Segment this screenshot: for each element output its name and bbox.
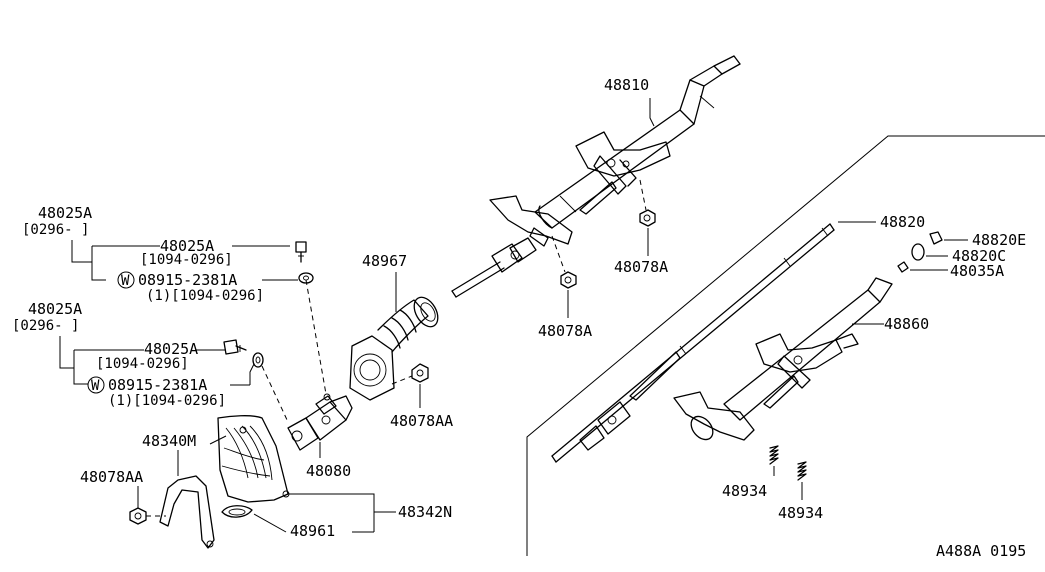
- nut-48078a-top: [639, 209, 656, 227]
- group1-washer-qty: (1)[1094-0296]: [146, 288, 264, 304]
- group2-washer-symbol: W: [91, 378, 100, 394]
- callout-group-2: 48025A [0296- ] 48025A [1094-0296] W 089…: [12, 300, 255, 409]
- group2-bolt-part: 48025A: [144, 340, 198, 358]
- group1-bolt-part: 48025A: [160, 237, 214, 255]
- washer-08915-lower: [252, 352, 264, 368]
- group2-main-part: 48025A: [28, 300, 82, 318]
- spring-48934-b: [797, 461, 807, 481]
- group1-washer-symbol: W: [121, 273, 130, 289]
- steering-boot-48967: [349, 296, 439, 401]
- nut-48078a-mid: [560, 271, 577, 289]
- label-48820e: 48820E: [972, 231, 1026, 249]
- callout-group-1: 48025A [0296- ] 48025A [1094-0296] W 089…: [22, 204, 298, 304]
- seal-48961: [221, 505, 253, 518]
- label-48967: 48967: [362, 252, 407, 270]
- group1-main-range: [0296- ]: [22, 222, 89, 238]
- label-48078aa-mid: 48078AA: [390, 412, 453, 430]
- group2-washer-part: 08915-2381A: [108, 376, 207, 394]
- clip-48820e: [929, 231, 943, 245]
- bracket-48340m: [159, 475, 215, 549]
- label-48860: 48860: [884, 315, 929, 333]
- group1-washer-part: 08915-2381A: [138, 271, 237, 289]
- bolt-48025a-lower: [223, 339, 247, 355]
- label-48961: 48961: [290, 522, 335, 540]
- group2-main-range: [0296- ]: [12, 318, 79, 334]
- universal-joint-48080: [287, 393, 353, 451]
- label-48078aa-left: 48078AA: [80, 468, 143, 486]
- ring-48820c: [911, 243, 925, 261]
- label-48078a-mid: 48078A: [538, 322, 592, 340]
- subassembly-frame: [526, 135, 1045, 556]
- label-48078a-top: 48078A: [614, 258, 668, 276]
- group2-bolt-range: [1094-0296]: [96, 356, 189, 372]
- label-48934-a: 48934: [722, 482, 767, 500]
- diagram-code: A488A 0195: [936, 542, 1026, 560]
- label-48035a: 48035A: [950, 262, 1004, 280]
- group1-bolt-range: [1094-0296]: [140, 252, 233, 268]
- column-cover-48342n: [217, 415, 290, 503]
- label-48810: 48810: [604, 76, 649, 94]
- steering-column-48860: [673, 277, 893, 441]
- group2-washer-qty: (1)[1094-0296]: [108, 393, 226, 409]
- label-48342n: 48342N: [398, 503, 452, 521]
- label-48080: 48080: [306, 462, 351, 480]
- label-48820c: 48820C: [952, 247, 1006, 265]
- nut-48078aa-left: [129, 507, 147, 525]
- washer-08915-upper: [298, 272, 314, 284]
- label-48934-b: 48934: [778, 504, 823, 522]
- steering-column-upper: [451, 55, 741, 298]
- group1-main-part: 48025A: [38, 204, 92, 222]
- steering-shaft-48820: [551, 223, 835, 463]
- label-48820: 48820: [880, 213, 925, 231]
- nut-48078aa-mid: [411, 363, 429, 383]
- bushing-48035a: [897, 261, 909, 273]
- spring-48934-a: [769, 445, 779, 465]
- bolt-48025a-upper: [295, 241, 307, 263]
- label-48340m: 48340M: [142, 432, 196, 450]
